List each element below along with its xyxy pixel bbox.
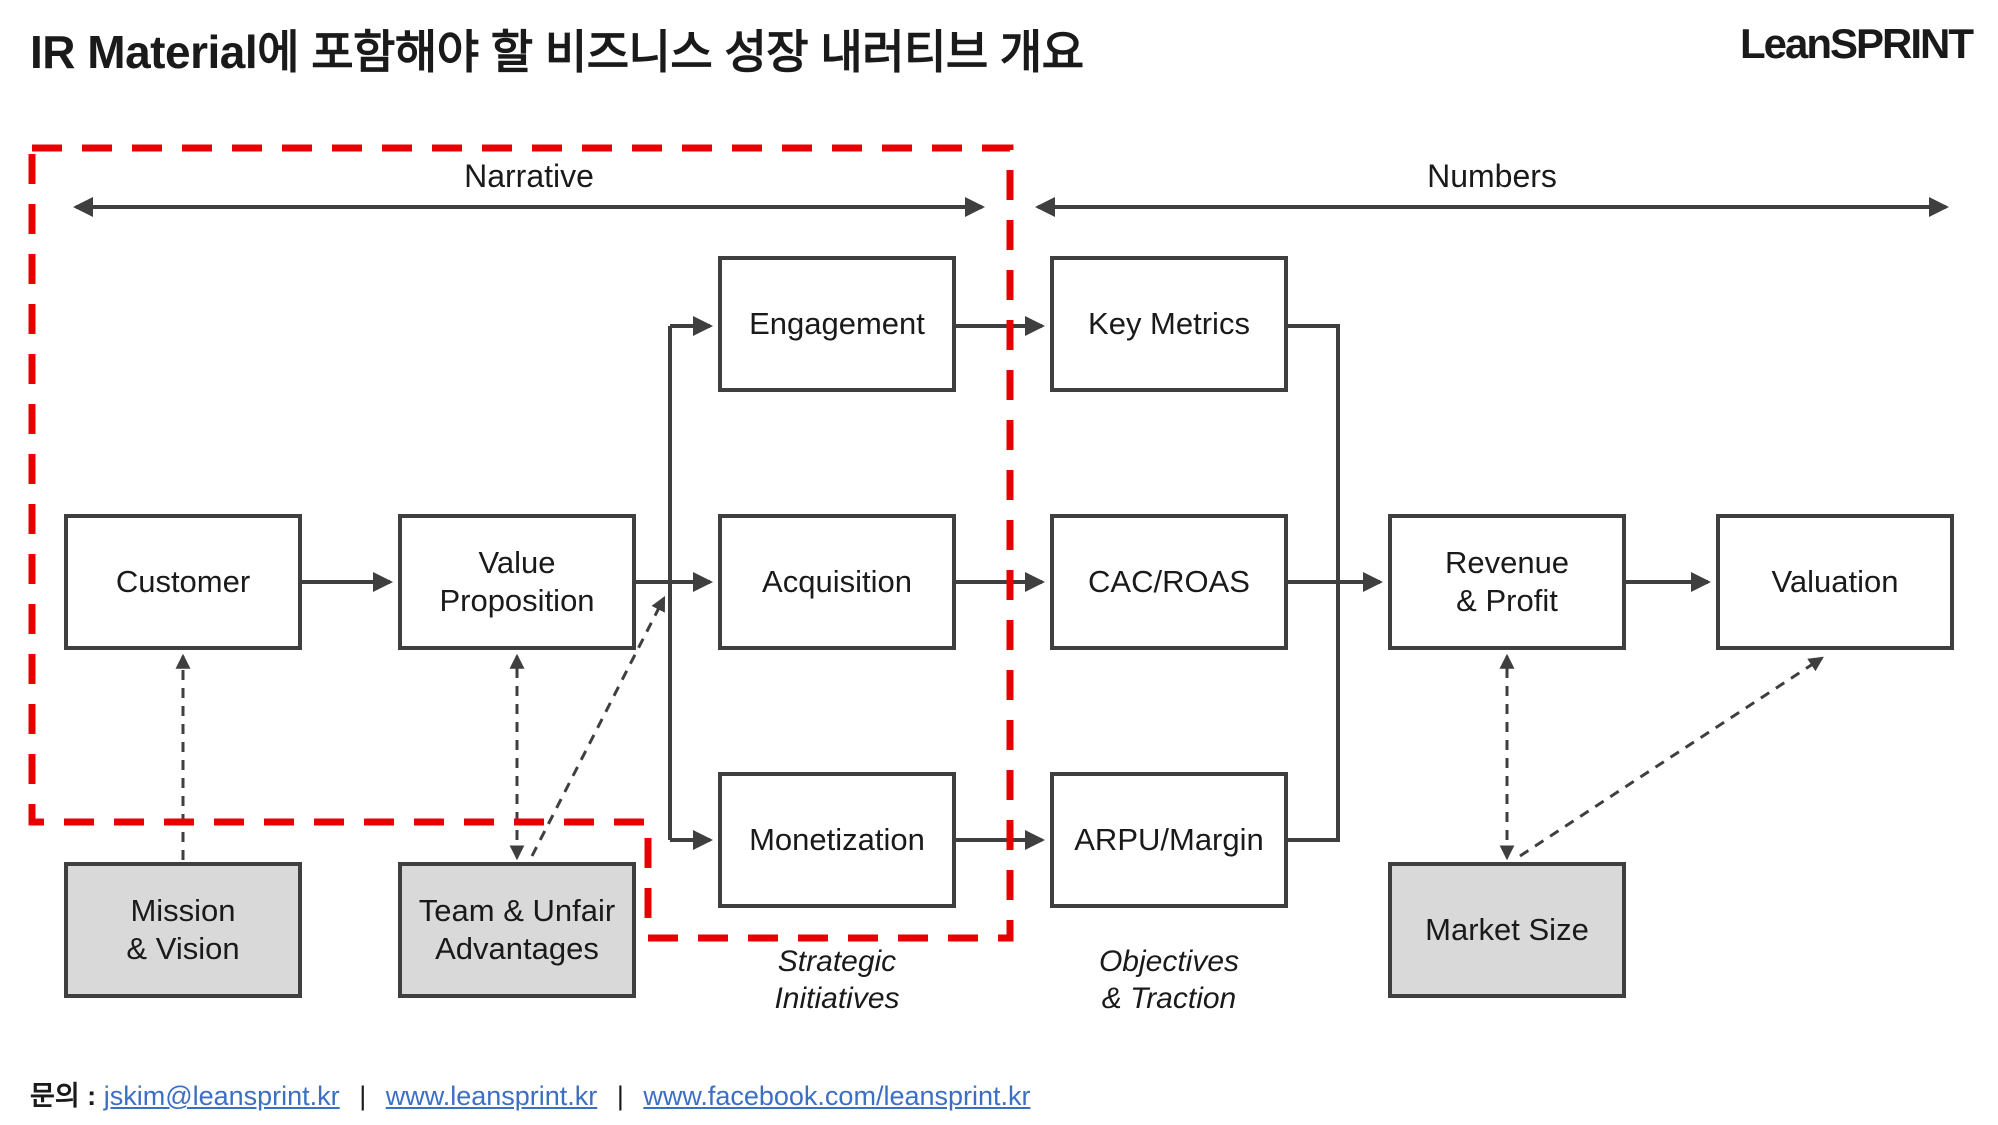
numbers-region-label: Numbers: [1427, 158, 1557, 194]
narrative-region-label: Narrative: [464, 158, 594, 194]
strategic-initiatives-label: Strategic Initiatives: [774, 945, 900, 1015]
node-engagement: Engagement: [718, 256, 956, 392]
node-arpu-margin: ARPU/Margin: [1050, 772, 1288, 908]
website-link[interactable]: www.leansprint.kr: [385, 1081, 598, 1111]
footer-separator: |: [359, 1081, 367, 1111]
dashed-connectors: [175, 595, 1824, 861]
dashed-team-to-branch-junction: [530, 595, 666, 857]
leansprint-logo: LeanSPRINT: [1739, 20, 1974, 67]
node-acquisition: Acquisition: [718, 514, 956, 650]
email-link[interactable]: jskim@leansprint.kr: [103, 1081, 340, 1111]
node-key-metrics: Key Metrics: [1050, 256, 1288, 392]
node-cac-roas: CAC/ROAS: [1050, 514, 1288, 650]
contact-label: 문의 :: [30, 1081, 97, 1111]
node-market-size: Market Size: [1388, 862, 1626, 998]
facebook-link[interactable]: www.facebook.com/leansprint.kr: [643, 1081, 1031, 1111]
node-valuation: Valuation: [1716, 514, 1954, 650]
page-title: IR Material에 포함해야 할 비즈니스 성장 내러티브 개요: [30, 26, 1084, 78]
node-monetization: Monetization: [718, 772, 956, 908]
node-mission-vision: Mission & Vision: [64, 862, 302, 998]
node-customer: Customer: [64, 514, 302, 650]
narrative-red-dashed-outline: [28, 144, 1014, 942]
dashed-market-to-valuation: [1519, 656, 1824, 858]
footer-separator: |: [616, 1081, 624, 1111]
node-revenue-profit: Revenue & Profit: [1388, 514, 1626, 650]
flow-connectors: [302, 316, 1711, 850]
node-team-unfair: Team & Unfair Advantages: [398, 862, 636, 998]
footer-contact: 문의 : jskim@leansprint.kr | www.leansprin…: [30, 1074, 1031, 1113]
objectives-traction-label: Objectives & Traction: [1098, 945, 1240, 1015]
node-value-proposition: Value Proposition: [398, 514, 636, 650]
